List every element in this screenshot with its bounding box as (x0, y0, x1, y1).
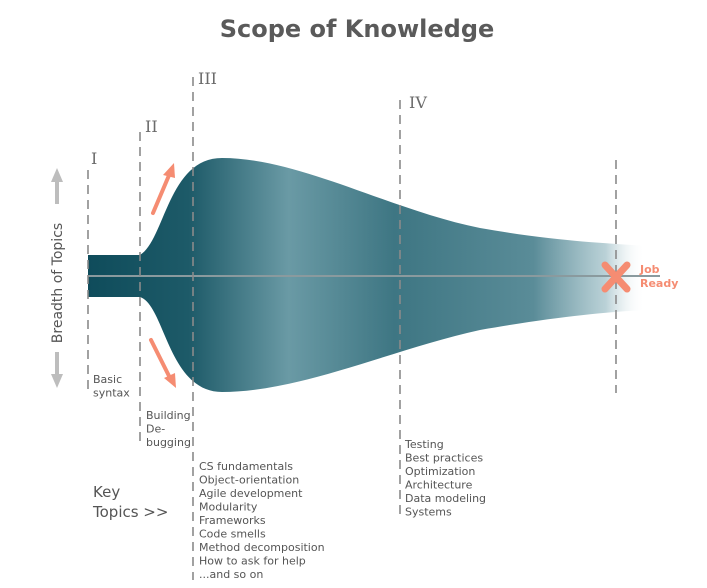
topic-item: Data modeling (405, 492, 486, 505)
stage-numeral-4: IV (409, 93, 427, 112)
arrow-up-right-head-icon (163, 163, 175, 178)
topic-item: Object-orientation (199, 474, 299, 487)
topic-item: Code smells (199, 528, 266, 541)
topic-item: ...and so on (199, 568, 263, 581)
arrow-down-right-head-icon (164, 373, 176, 388)
topic-item: Systems (405, 506, 452, 519)
job-ready-marker: Job Ready (601, 261, 678, 293)
job-ready-label-line2: Ready (640, 277, 678, 290)
stage-numeral-1: I (91, 149, 97, 168)
stage-numeral-3: III (198, 69, 217, 88)
topic-item: Building (146, 409, 191, 422)
key-topics-line1: Key (93, 483, 120, 501)
topic-item: Modularity (199, 501, 258, 514)
topic-item: Agile development (199, 487, 303, 500)
arrow-up-icon (51, 168, 63, 204)
diagram-title: Scope of Knowledge (220, 15, 495, 43)
topic-item: Method decomposition (199, 541, 325, 554)
x-mark-icon (601, 261, 631, 293)
key-topics-line2: Topics >> (92, 503, 168, 521)
topic-item: Testing (404, 438, 444, 451)
axis-label: Breadth of Topics (50, 223, 66, 343)
topic-item: bugging (146, 436, 191, 449)
topic-item: syntax (93, 387, 130, 400)
breadth-axis: Breadth of Topics (50, 168, 66, 388)
topic-item: Basic (93, 373, 122, 386)
expansion-arrows (149, 163, 176, 388)
arrow-down-icon (51, 352, 63, 388)
arrow-down-right-icon (149, 338, 172, 380)
topic-item: De- (146, 423, 165, 436)
arrow-up-right-icon (151, 171, 172, 215)
job-ready-label-line1: Job (639, 263, 660, 276)
topic-item: Optimization (405, 465, 475, 478)
topic-item: Best practices (405, 452, 483, 465)
topic-item: Frameworks (199, 514, 266, 527)
topic-item: Architecture (405, 479, 473, 492)
topic-item: How to ask for help (199, 555, 306, 568)
topic-item: CS fundamentals (199, 460, 293, 473)
stage-numeral-2: II (145, 117, 158, 136)
